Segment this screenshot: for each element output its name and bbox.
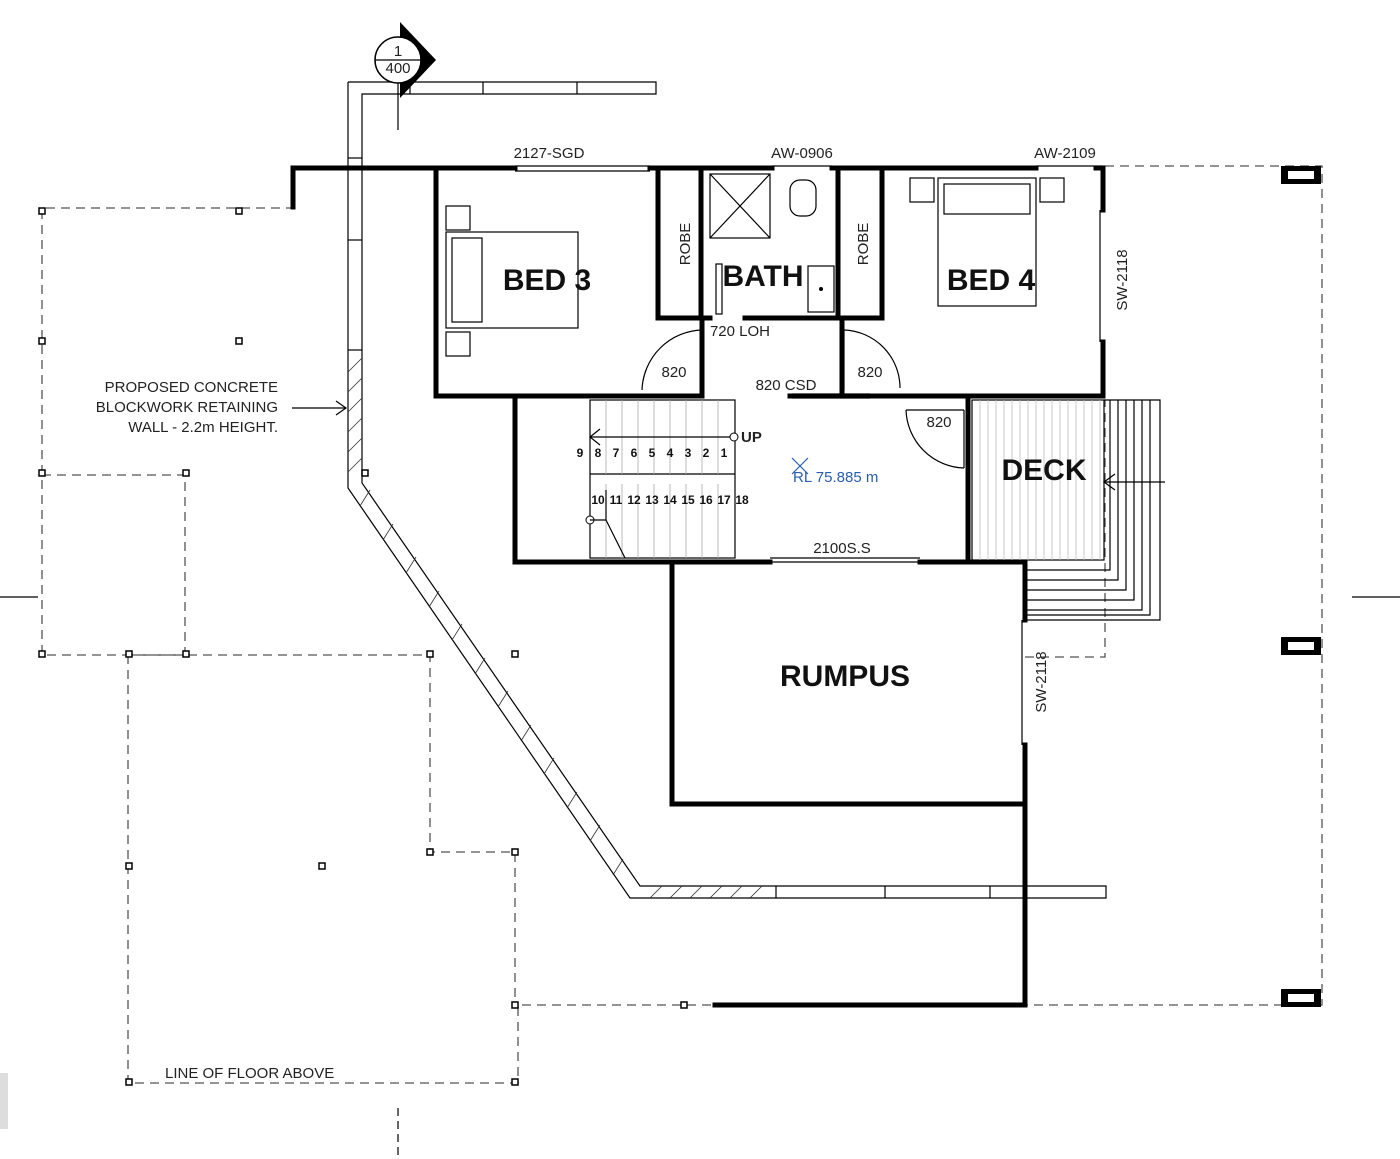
deck-steps bbox=[1025, 399, 1161, 621]
room-label-robe-left: ROBE bbox=[677, 223, 694, 266]
door-label-820-csd: 820 CSD bbox=[756, 377, 817, 394]
door-label-bed4: 820 bbox=[857, 364, 882, 381]
level-marker: RL 75.885 m bbox=[791, 457, 878, 486]
stair-step-number: 15 bbox=[681, 493, 695, 507]
door-label-720-loh: 720 LOH bbox=[710, 323, 770, 340]
window-label-aw-2109: AW-2109 bbox=[1034, 145, 1096, 162]
doors bbox=[641, 329, 965, 469]
stairs: UP 9 8 7 6 5 4 3 2 1 10 11 12 13 14 15 1… bbox=[577, 399, 762, 559]
section-marker: 1 400 bbox=[374, 22, 436, 1159]
floor-above-note: LINE OF FLOOR ABOVE bbox=[165, 1065, 334, 1082]
note-line: WALL - 2.2m HEIGHT. bbox=[128, 419, 278, 436]
stair-upper-numbers: 9 8 7 6 5 4 3 2 1 bbox=[577, 446, 728, 460]
window-label-sw-2118-bed4: SW-2118 bbox=[1114, 249, 1131, 310]
stair-step-number: 11 bbox=[610, 493, 623, 507]
stair-step-number: 5 bbox=[649, 446, 656, 460]
window-label-aw-0906: AW-0906 bbox=[771, 145, 833, 162]
stair-step-number: 9 bbox=[577, 446, 584, 460]
posts bbox=[38, 166, 1321, 1086]
retaining-wall bbox=[347, 81, 1107, 899]
room-label-bed4: BED 4 bbox=[947, 264, 1036, 297]
level-label: RL 75.885 m bbox=[793, 469, 878, 486]
room-label-bath: BATH bbox=[722, 260, 803, 293]
room-label-deck: DECK bbox=[1001, 454, 1086, 487]
retaining-wall-note: PROPOSED CONCRETE BLOCKWORK RETAINING WA… bbox=[96, 379, 348, 436]
retaining-wall-hatching bbox=[347, 357, 763, 899]
stair-step-number: 8 bbox=[595, 446, 602, 460]
door-label-deck: 820 bbox=[926, 414, 951, 431]
stair-lower-numbers: 10 11 12 13 14 15 16 17 18 bbox=[591, 493, 749, 507]
stair-step-number: 6 bbox=[631, 446, 638, 460]
stairs-up-label: UP bbox=[741, 429, 762, 446]
stair-step-number: 2 bbox=[703, 446, 710, 460]
stair-step-number: 7 bbox=[613, 446, 620, 460]
section-sheet: 400 bbox=[385, 60, 410, 77]
walls bbox=[290, 165, 1106, 1008]
bath-fixtures bbox=[709, 173, 835, 315]
stair-step-number: 1 bbox=[721, 446, 728, 460]
window-label-2127-sgd: 2127-SGD bbox=[514, 145, 585, 162]
door-label-2100-ss: 2100S.S bbox=[813, 540, 871, 557]
stair-step-number: 12 bbox=[627, 493, 641, 507]
stair-step-number: 3 bbox=[685, 446, 692, 460]
section-number: 1 bbox=[394, 43, 402, 60]
bed3-furniture bbox=[445, 205, 579, 357]
room-label-bed3: BED 3 bbox=[503, 264, 591, 297]
room-label-robe-right: ROBE bbox=[855, 223, 872, 266]
stair-step-number: 16 bbox=[699, 493, 713, 507]
stair-step-number: 10 bbox=[591, 493, 605, 507]
stair-step-number: 14 bbox=[663, 493, 677, 507]
window-label-sw-2118-rumpus: SW-2118 bbox=[1033, 651, 1050, 712]
bed4-furniture bbox=[909, 177, 1065, 307]
note-line: BLOCKWORK RETAINING bbox=[96, 399, 278, 416]
door-label-bed3: 820 bbox=[661, 364, 686, 381]
stair-step-number: 17 bbox=[717, 493, 731, 507]
deck: DECK bbox=[971, 399, 1165, 621]
note-line: PROPOSED CONCRETE bbox=[105, 379, 278, 396]
stair-step-number: 13 bbox=[645, 493, 659, 507]
stair-step-number: 18 bbox=[735, 493, 749, 507]
stair-step-number: 4 bbox=[667, 446, 674, 460]
room-label-rumpus: RUMPUS bbox=[780, 660, 910, 693]
